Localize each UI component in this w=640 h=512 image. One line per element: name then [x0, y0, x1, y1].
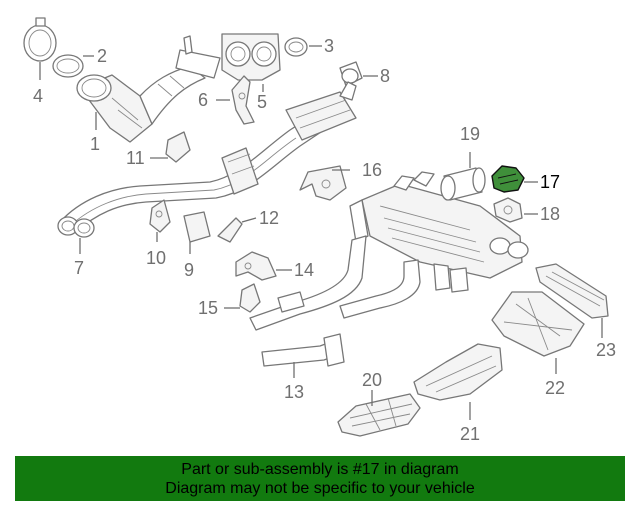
info-banner: Part or sub-assembly is #17 in diagram D… [15, 456, 625, 501]
part-2-gasket[interactable] [52, 54, 84, 78]
callout-15: 15 [198, 298, 218, 318]
part-12-bracket[interactable] [217, 217, 243, 243]
callout-22: 22 [545, 378, 565, 398]
leader-lines [39, 45, 603, 420]
banner-line-1: Part or sub-assembly is #17 in diagram [181, 461, 459, 478]
callout-1: 1 [90, 134, 100, 154]
callout-11: 11 [126, 148, 145, 168]
part-14-bracket[interactable] [235, 251, 277, 281]
callout-21: 21 [460, 424, 480, 444]
rear-muffler[interactable] [349, 171, 529, 279]
callout-3: 3 [324, 36, 334, 56]
mid-pipe-assembly[interactable] [249, 235, 469, 367]
downpipe-upper[interactable] [175, 35, 221, 79]
callout-4: 4 [33, 86, 43, 106]
callout-8: 8 [380, 66, 390, 86]
part-9-hanger[interactable] [183, 211, 211, 243]
front-pipe-assembly[interactable] [57, 81, 357, 238]
part-11-bracket[interactable] [165, 131, 191, 163]
part-16-bracket[interactable] [299, 165, 347, 201]
callout-18: 18 [540, 204, 560, 224]
part-3-seal-ring[interactable] [284, 37, 308, 57]
part-15-bracket[interactable] [239, 283, 261, 313]
part-22-heat-shield[interactable] [491, 291, 585, 357]
part-17-highlighted[interactable] [491, 165, 525, 193]
banner-line-2: Diagram may not be specific to your vehi… [165, 480, 475, 497]
part-4-clamp[interactable] [23, 17, 57, 62]
part-21-heat-shield[interactable] [413, 343, 503, 401]
callout-13: 13 [284, 382, 304, 402]
part-5-flange[interactable] [221, 33, 281, 81]
callout-6: 6 [198, 90, 208, 110]
callout-9: 9 [184, 260, 194, 280]
callout-labels: 4 2 3 8 6 5 1 11 16 19 17 18 12 10 9 14 … [33, 36, 616, 444]
callout-12: 12 [259, 208, 279, 228]
callout-16: 16 [362, 160, 382, 180]
part-23-heat-shield[interactable] [535, 263, 609, 319]
part-8-clamp[interactable] [339, 61, 363, 87]
part-19-exhaust-tip[interactable] [440, 167, 486, 201]
part-10-hanger[interactable] [149, 199, 171, 233]
part-20-heat-shield[interactable] [337, 393, 421, 437]
callout-17: 17 [540, 172, 560, 192]
part-6-bracket[interactable] [231, 75, 255, 125]
callout-20: 20 [362, 370, 382, 390]
callout-23: 23 [596, 340, 616, 360]
callout-14: 14 [294, 260, 314, 280]
part-18-mount[interactable] [493, 197, 523, 223]
callout-19: 19 [460, 124, 480, 144]
callout-7: 7 [74, 258, 84, 278]
part-1-catalytic-converter[interactable] [76, 65, 206, 143]
callout-2: 2 [97, 46, 107, 66]
callout-10: 10 [146, 248, 166, 268]
exhaust-parts-diagram: 4 2 3 8 6 5 1 11 16 19 17 18 12 10 9 14 … [23, 17, 616, 444]
callout-5: 5 [257, 92, 267, 112]
